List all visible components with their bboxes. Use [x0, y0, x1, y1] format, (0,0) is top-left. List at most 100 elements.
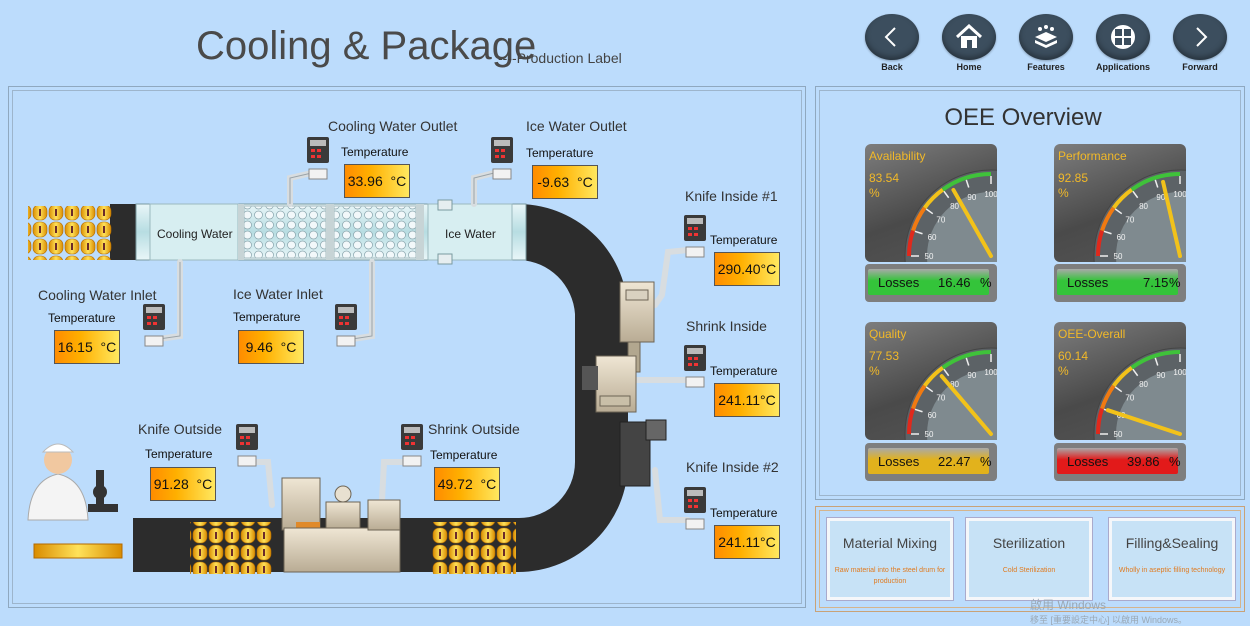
gauge-tick-label: 50	[925, 430, 934, 439]
sensor-name: Cooling Water Inlet	[38, 287, 157, 303]
process-steps-panel	[815, 506, 1245, 612]
gauge-tick-label: 100	[984, 368, 997, 377]
gauge-tick-label: 100	[984, 190, 997, 199]
cooling-tank	[135, 199, 527, 265]
gauge-tick-label: 60	[928, 233, 937, 242]
gauge-tick-label: 60	[1117, 233, 1126, 242]
gauge-unit: %	[869, 186, 880, 200]
gauge-needle	[1161, 179, 1182, 258]
losses-availability: Losses 16.46 %	[865, 264, 997, 302]
product-cans-in	[28, 206, 112, 260]
gauge-needle	[939, 374, 993, 436]
losses-label: Losses	[878, 453, 920, 469]
gauge-needle	[951, 187, 993, 258]
sensor-temp-value: 9.46 °C	[238, 330, 304, 364]
gauge-name: Performance	[1058, 149, 1127, 163]
losses-bar: Losses 39.86 %	[1057, 448, 1181, 474]
losses-label: Losses	[1067, 274, 1109, 290]
step-desc: Wholly in aseptic filling technology	[1118, 567, 1226, 574]
gauge-arc-segment	[911, 384, 927, 410]
gauge-tick	[925, 386, 934, 393]
step-name: Material Mixing	[842, 535, 938, 551]
losses-bar: Losses 7.15 %	[1057, 269, 1181, 295]
applications-button[interactable]	[1096, 14, 1150, 60]
gauge-arc-segment	[941, 350, 992, 370]
sensor-temp-label: Temperature	[430, 448, 498, 462]
gauge-tick	[1114, 386, 1123, 393]
page-subtitle: ----Production Label	[498, 50, 622, 66]
sensor-temp-value: 16.15 °C	[54, 330, 120, 364]
features-icon	[1035, 25, 1057, 48]
losses-value: 22.47	[938, 453, 971, 469]
gauge-arc-segment	[923, 366, 945, 388]
gauge-tick-label: 80	[950, 380, 959, 389]
gauge-arc-segment	[1096, 408, 1104, 435]
losses-unit: %	[980, 453, 992, 469]
knife-machine-right	[619, 281, 655, 373]
gauge-arc-segment	[1100, 206, 1116, 232]
knife-machine-lower	[619, 419, 667, 487]
sensor-temp-label: Temperature	[48, 311, 116, 325]
forward-button[interactable]	[1173, 14, 1227, 60]
sensor-name: Ice Water Outlet	[526, 118, 627, 134]
gauge-tick-label: 50	[1114, 430, 1123, 439]
gauge-tick-label: 60	[928, 411, 937, 420]
sensor-name: Cooling Water Outlet	[328, 118, 458, 134]
gauge-tick	[943, 368, 950, 377]
step-card-filling-sealing[interactable]: Filling&Sealing Wholly in aseptic fillin…	[1109, 518, 1235, 600]
back-button[interactable]	[865, 14, 919, 60]
step-card-material-mixing[interactable]: Material Mixing Raw material into the st…	[827, 518, 953, 600]
features-label: Features	[1027, 62, 1065, 72]
sensor-devices	[143, 137, 706, 530]
sensor-temp-label: Temperature	[526, 146, 594, 160]
zone-label-ice-water: Ice Water	[445, 227, 496, 241]
gauge-dial: 50 60 70 80 90 100	[904, 169, 997, 262]
losses-performance: Losses 7.15 %	[1054, 264, 1186, 302]
gauge-value: 92.85	[1058, 171, 1089, 185]
gauge-tick-label: 90	[1156, 193, 1165, 202]
losses-value: 7.15	[1143, 274, 1169, 290]
applications-label: Applications	[1095, 62, 1150, 72]
step-card-sterilization[interactable]: Sterilization Cold Sterilization	[966, 518, 1092, 600]
oee-title: OEE Overview	[944, 104, 1102, 131]
home-button[interactable]	[942, 14, 996, 60]
oee-panel	[815, 86, 1245, 500]
gauge-tick	[1132, 368, 1139, 377]
page-title: Cooling & Package	[196, 24, 537, 68]
features-button[interactable]	[1019, 14, 1073, 60]
process-panel	[8, 86, 806, 608]
gauge-tick-label: 50	[925, 252, 934, 261]
gauge-tick	[965, 179, 970, 188]
gauge-arc-segment	[1112, 366, 1134, 388]
losses-label: Losses	[878, 274, 920, 290]
gauge-tick-label: 90	[967, 193, 976, 202]
gauge-arc-segment	[941, 172, 992, 192]
gauge-needle	[1105, 408, 1182, 436]
sensor-temp-value: 241.11°C	[714, 383, 780, 417]
gauge-arc-segment	[907, 408, 915, 435]
gauge-tick	[943, 190, 950, 199]
gauge-tick-label: 50	[1114, 252, 1123, 261]
gauge-arc-segment	[1130, 350, 1181, 370]
gauge-value: 83.54	[869, 171, 900, 185]
losses-quality: Losses 22.47 %	[865, 443, 997, 481]
gauge-inner	[1116, 370, 1186, 440]
gauge-tick-label: 70	[936, 216, 945, 225]
losses-unit: %	[980, 274, 992, 290]
gauge-inner	[927, 192, 997, 262]
gauge-tick	[1103, 230, 1112, 235]
gauge-tick	[925, 208, 934, 215]
back-label: Back	[881, 62, 903, 72]
sensor-temp-label: Temperature	[710, 364, 778, 378]
gauge-unit: %	[1058, 364, 1069, 378]
gauge-tick	[914, 230, 923, 235]
gauge-tick-label: 80	[950, 202, 959, 211]
gauge-tick	[914, 408, 923, 413]
shrink-machine	[582, 355, 637, 413]
chevron-right-icon	[1196, 27, 1208, 47]
